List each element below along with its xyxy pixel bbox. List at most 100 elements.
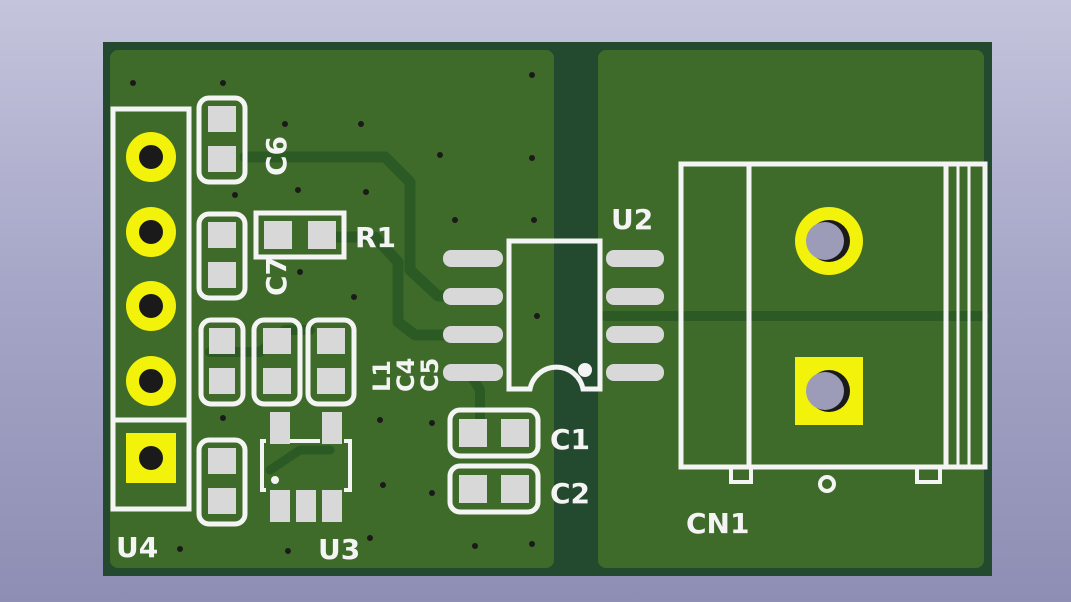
footprint-c5 (305, 317, 357, 407)
smd-pad (208, 146, 236, 172)
silk-cn1-outline (678, 161, 988, 470)
label-l1: L1 (368, 360, 396, 392)
smd-pad (264, 221, 292, 249)
smd-pad (270, 490, 290, 522)
trace-r1 (329, 231, 476, 341)
u4-pads (126, 132, 176, 483)
trace-u3 (265, 445, 335, 475)
via (427, 488, 437, 498)
smd-pad (606, 288, 664, 305)
footprint-cn1 (678, 161, 988, 493)
u3-pin1-marker (271, 476, 279, 484)
via (218, 413, 228, 423)
footprint-u4 (110, 106, 192, 512)
smd-pad (317, 368, 345, 394)
silk-u2-body (506, 238, 603, 392)
via (532, 311, 542, 321)
silk-c7 (196, 211, 248, 301)
silk-u4-outline (110, 106, 192, 512)
via (280, 119, 290, 129)
via (375, 415, 385, 425)
footprint-c1 (447, 407, 541, 459)
smd-pad (263, 328, 291, 354)
smd-pad (296, 490, 316, 522)
smd-pad (209, 328, 235, 354)
smd-pad (208, 488, 236, 514)
via-group (128, 70, 542, 556)
label-r1: R1 (355, 221, 396, 254)
via (218, 78, 228, 88)
label-c6: C6 (260, 136, 293, 176)
silk-u3-left (260, 439, 266, 492)
silk-cn1-ring (818, 475, 836, 493)
via (293, 185, 303, 195)
label-c2: C2 (550, 477, 590, 510)
pad-drill (139, 145, 163, 169)
via (378, 480, 388, 490)
smd-pad (443, 288, 503, 305)
pad-drill (139, 220, 163, 244)
smd-pad (317, 328, 345, 354)
smd-pad (322, 412, 342, 444)
smd-pad (308, 221, 336, 249)
via (470, 541, 480, 551)
label-cn1: CN1 (686, 507, 749, 540)
smd-pad (459, 419, 487, 447)
via (450, 215, 460, 225)
via (427, 418, 437, 428)
label-c7: C7 (260, 256, 293, 296)
via (295, 267, 305, 277)
via (175, 544, 185, 554)
via (356, 119, 366, 129)
silk-c6 (196, 95, 248, 185)
smd-pad (606, 250, 664, 267)
u2-pin1-marker (578, 363, 592, 377)
silk-c1 (447, 407, 541, 459)
via (128, 78, 138, 88)
smd-pad (208, 222, 236, 248)
silk-l1 (198, 317, 246, 407)
smd-pad (443, 250, 503, 267)
via (283, 546, 293, 556)
silk-c4 (251, 317, 303, 407)
silk-r1 (253, 210, 347, 260)
pad-drill-wall (806, 222, 844, 260)
via (230, 190, 240, 200)
via (527, 70, 537, 80)
smd-pad (443, 364, 503, 381)
footprint-c6 (196, 95, 248, 185)
label-u3: U3 (318, 533, 360, 566)
via (365, 533, 375, 543)
silk-c5 (305, 317, 357, 407)
pad-drill-wall (806, 372, 844, 410)
smd-pad (459, 475, 487, 503)
footprint-l1 (198, 317, 246, 407)
via (527, 539, 537, 549)
silk-c-bottom-left (196, 437, 248, 527)
footprint-r1 (253, 210, 347, 260)
pad-drill (139, 294, 163, 318)
via (349, 292, 359, 302)
smd-pad (606, 326, 664, 343)
pad-drill (139, 446, 163, 470)
pad-drill (139, 369, 163, 393)
u2-left-pads (443, 250, 503, 381)
via (527, 153, 537, 163)
smd-pad (263, 368, 291, 394)
smd-pad (501, 475, 529, 503)
silk-c2 (447, 463, 541, 515)
smd-pad (443, 326, 503, 343)
smd-pad (208, 262, 236, 288)
smd-pad (322, 490, 342, 522)
footprint-c2 (447, 463, 541, 515)
smd-pad (501, 419, 529, 447)
smd-pad (208, 448, 236, 474)
label-c1: C1 (550, 423, 590, 456)
label-c4: C4 (392, 358, 420, 392)
smd-pad (606, 364, 664, 381)
via (529, 215, 539, 225)
via (361, 187, 371, 197)
smd-pad (209, 368, 235, 394)
footprint-c4 (251, 317, 303, 407)
